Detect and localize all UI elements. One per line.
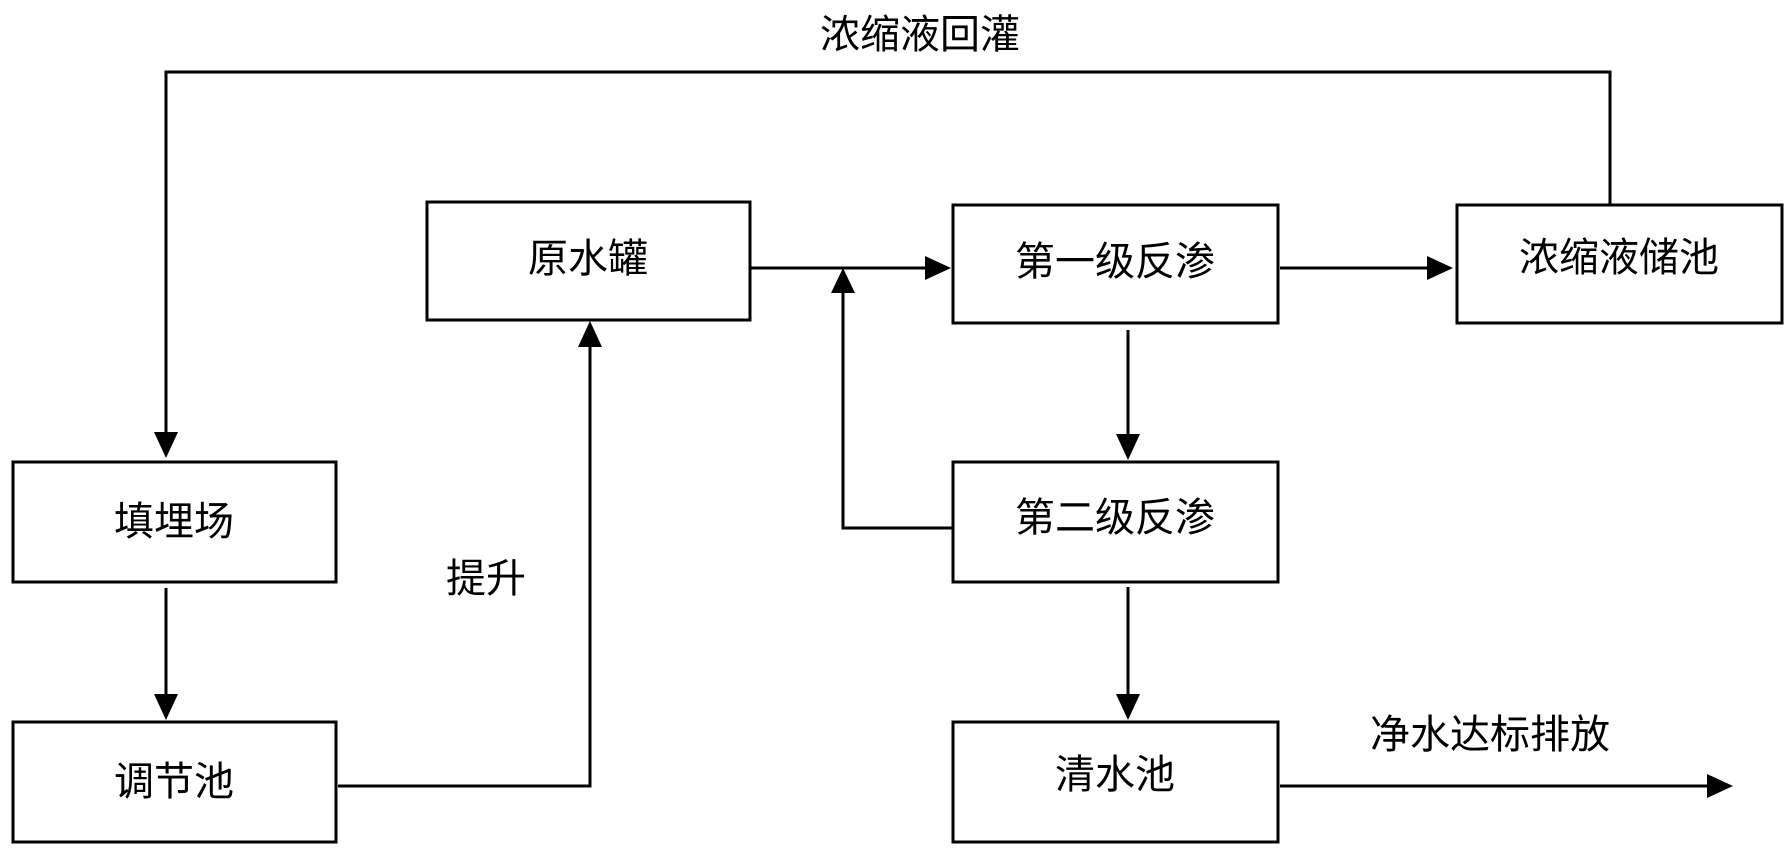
ro2-recycle-line [841,292,953,530]
clean-pool-label: 清水池 [1055,752,1175,798]
adjust-pool-label: 调节池 [114,759,234,805]
ro2-to-clean-arrowhead [1116,694,1140,720]
lift-arrowhead [578,321,602,347]
adjust-pool-box: 调节池 [11,720,338,844]
recirculation-line [164,70,1612,433]
recirculation-arrowhead [154,432,178,458]
ro-stage2-label: 第二级反渗 [1015,495,1215,541]
recirculation-label: 浓缩液回灌 [820,12,1020,58]
clean-pool-box: 清水池 [951,720,1280,844]
concentrate-pool-label: 浓缩液储池 [1519,235,1719,281]
ro-stage2-box: 第二级反渗 [951,460,1280,584]
landfill-label: 填埋场 [114,499,234,545]
ro1-to-ro2-arrowhead [1116,434,1140,460]
raw-water-tank-label: 原水罐 [528,236,648,282]
ro-stage1-box: 第一级反渗 [951,203,1280,325]
lift-label: 提升 [446,556,526,602]
lift-line [338,346,592,788]
concentrate-pool-box: 浓缩液储池 [1455,203,1784,325]
discharge-arrowhead [1707,774,1733,798]
landfill-to-adjust-arrowhead [154,694,178,720]
ro2-recycle-arrowhead [831,268,855,293]
raw-to-ro1-arrowhead [925,256,951,280]
raw-water-tank-box: 原水罐 [425,200,752,322]
discharge-label: 净水达标排放 [1370,712,1610,758]
ro-stage1-label: 第一级反渗 [1015,239,1215,285]
landfill-box: 填埋场 [11,460,338,584]
ro1-to-concentrate-arrowhead [1427,256,1453,280]
